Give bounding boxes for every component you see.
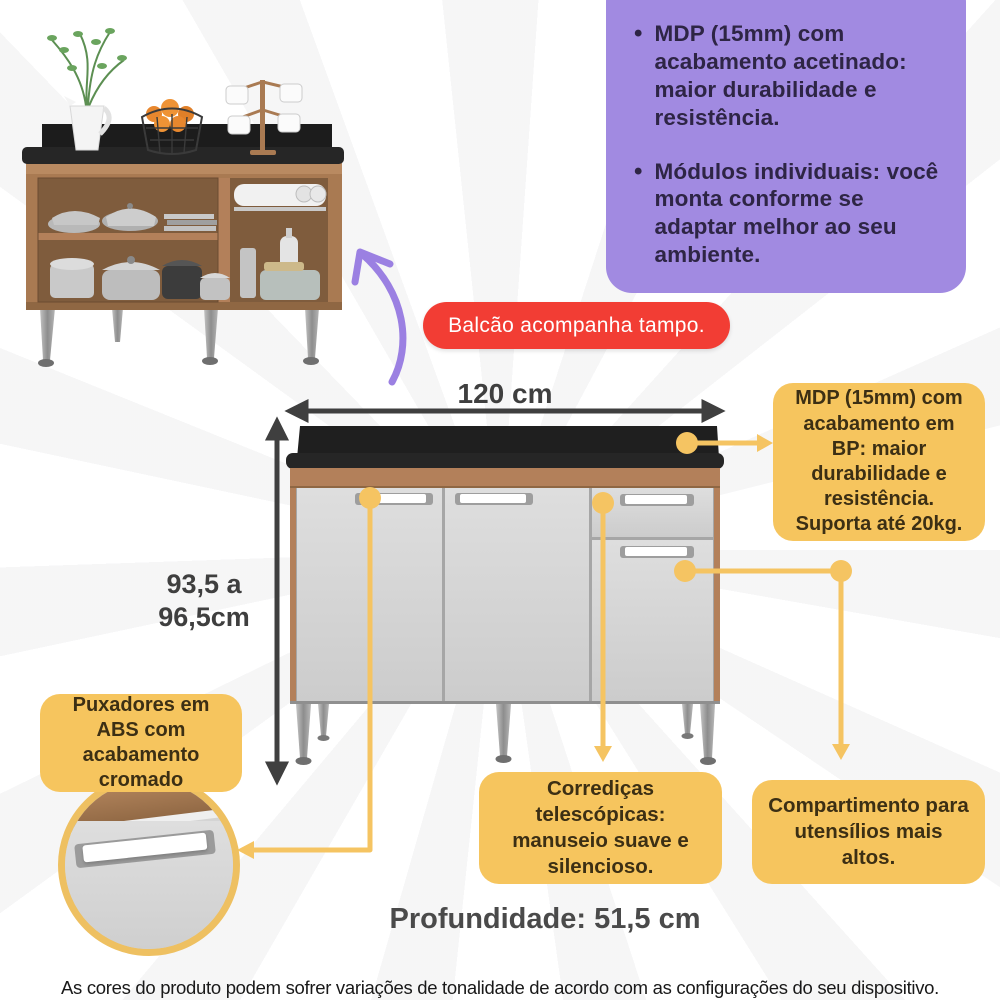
photo-legs [38,308,319,367]
photo-fruit-basket [140,99,204,155]
photo-mug-tree [225,80,303,155]
backsplash [297,426,719,458]
width-dimension-label: 120 cm [457,378,553,409]
photo-plant-jug [47,28,127,151]
features-box: MDP (15mm) com acabamento acetinado: mai… [606,0,966,294]
door-middle [445,488,589,702]
features-list: MDP (15mm) com acabamento acetinado: mai… [634,20,942,269]
feature-item: MDP (15mm) com acabamento acetinado: mai… [634,20,942,132]
depth-dimension-label: Profundidade: 51,5 cm [389,903,701,935]
badge-label: Balcão acompanha tampo. [448,313,705,337]
disclaimer-text: As cores do produto podem sofrer variaçõ… [60,977,939,998]
height-dimension-label: 93,5 a 96,5cm [158,569,250,632]
callout-slides: Corrediças telescópicas: manuseio suave … [479,772,722,884]
callout-handles: Puxadores em ABS com acabamento cromado [40,694,242,792]
top-badge: Balcão acompanha tampo. [423,302,730,349]
photo-cookware [48,203,230,300]
product-photo [22,28,344,367]
curved-arrow-icon [351,248,407,386]
callout-compartment: Compartimento para utensílios mais altos… [752,780,985,884]
cabinet-legs [295,704,716,765]
photo-towels-and-utensils [234,184,327,300]
countertop-wood-band [290,468,720,488]
handle-zoom-circle [58,774,240,956]
countertop [286,453,724,469]
callout-countertop: MDP (15mm) com acabamento em BP: maior d… [773,383,985,541]
door-handles [355,493,694,558]
feature-item: Módulos individuais: você monta conforme… [634,158,942,270]
